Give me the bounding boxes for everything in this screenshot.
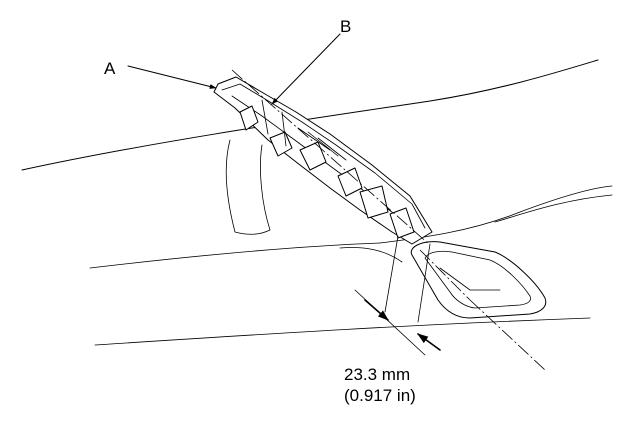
dimension-imperial-label: (0.917 in) [344, 386, 416, 405]
dimension-arrows [364, 299, 441, 351]
mounting-pad [410, 241, 547, 319]
callout-b-leader [271, 33, 341, 105]
callout-a-label: A [104, 59, 116, 78]
dimension-metric-label: 23.3 mm [344, 365, 410, 384]
windshield-edge-line [21, 59, 599, 171]
callout-a-leader [127, 65, 217, 89]
callout-b-label: B [340, 17, 351, 36]
bracket-assembly [213, 76, 433, 245]
centerlines [231, 69, 546, 371]
